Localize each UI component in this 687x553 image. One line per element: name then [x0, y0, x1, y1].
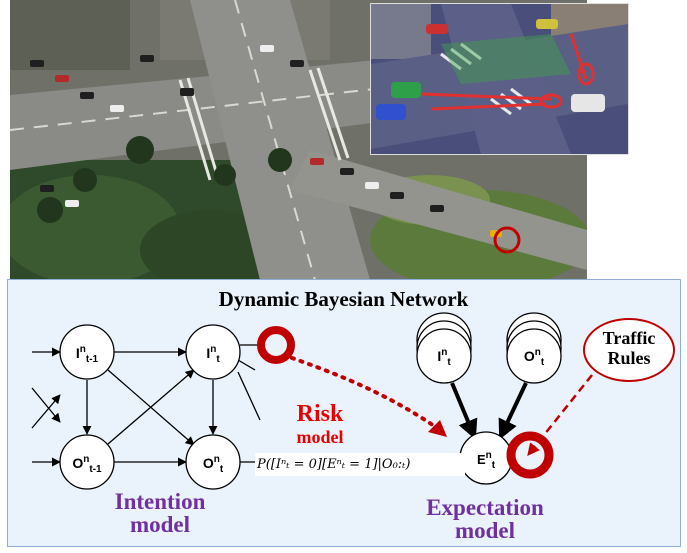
target-vehicle-marker — [493, 226, 521, 254]
rules-label: Rules — [607, 348, 651, 368]
svg-text:Int: Int — [206, 344, 220, 365]
traffic-rules-arrow — [527, 374, 593, 456]
node-i-expectation: Int — [416, 312, 472, 384]
risk-label: Risk — [296, 401, 344, 427]
svg-text:Ont: Ont — [203, 454, 224, 475]
node-o-prev: Ont-1 — [59, 434, 115, 490]
risk-source-ring — [257, 326, 295, 364]
node-e-t: Ent — [459, 431, 513, 485]
svg-text:Ent: Ent — [477, 450, 496, 471]
node-i-prev: Int-1 — [59, 324, 115, 380]
intention-label: Intention — [114, 489, 206, 514]
node-i-t: Int — [185, 324, 241, 380]
svg-text:Int: Int — [437, 347, 451, 368]
intention-model-label: model — [129, 512, 191, 537]
traffic-rules-bubble — [583, 318, 675, 382]
svg-text:Ont: Ont — [524, 347, 545, 368]
intention-model-edges — [31, 344, 261, 467]
diagram-title: Dynamic Bayesian Network — [218, 287, 469, 311]
risk-model-label: model — [296, 427, 344, 447]
traffic-label: Traffic — [602, 328, 656, 348]
expectation-model-label: model — [454, 518, 516, 543]
svg-text:Int-1: Int-1 — [76, 344, 99, 365]
risk-dotted-arrow — [290, 356, 442, 432]
dbn-panel — [7, 279, 681, 547]
traffic-rules-label: Traffic Rules — [583, 328, 675, 368]
node-o-expectation: Ont — [506, 312, 562, 384]
node-o-t: Ont — [185, 434, 241, 490]
risk-formula: P([Iⁿₜ = 0][Eⁿₜ = 1]|O₀:ₜ) — [255, 453, 465, 476]
svg-text:Ont-1: Ont-1 — [72, 454, 102, 475]
expectation-ring — [506, 431, 554, 479]
simulation-inset-image — [370, 3, 629, 155]
expectation-label: Expectation — [426, 495, 544, 520]
